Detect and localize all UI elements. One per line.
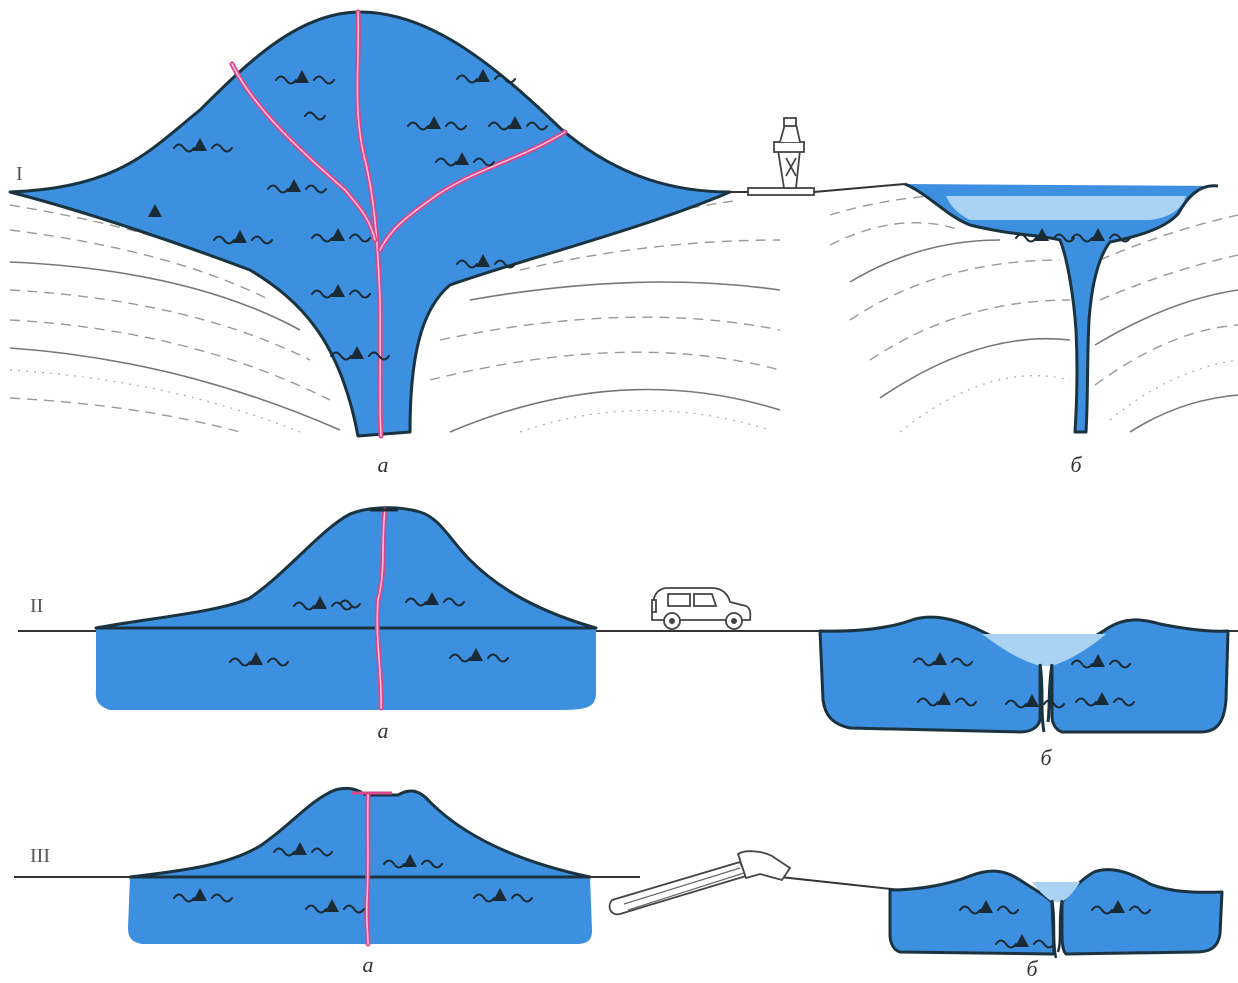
row-1: I [10, 12, 1238, 477]
row-1-lake-b [946, 196, 1186, 220]
row-2-numeral: II [30, 595, 43, 617]
row-1-label-b: б [1070, 452, 1082, 477]
row-1-label-a: а [378, 452, 389, 477]
row-3-body-a-under [128, 877, 592, 944]
row-3-body-a [130, 788, 590, 877]
row-3-label-a: а [363, 952, 374, 977]
row-3-numeral: III [30, 845, 50, 867]
row-2-body-a-under [96, 628, 596, 710]
row-2: II [18, 508, 1238, 770]
row-2-label-b: б [1040, 745, 1052, 770]
drilling-rig-icon [748, 118, 814, 195]
row-2-label-a: а [378, 718, 389, 743]
tape-measure-icon [610, 851, 790, 914]
row-1-numeral: I [16, 163, 23, 185]
row-3-label-b: б [1026, 956, 1038, 981]
row-3: III а б [14, 788, 1222, 981]
car-icon [652, 588, 750, 629]
